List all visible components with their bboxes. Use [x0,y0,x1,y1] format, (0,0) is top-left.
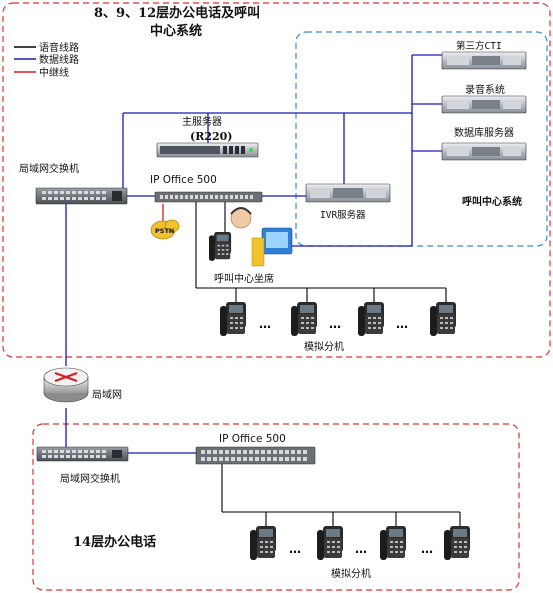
upper-lan-switch-label: 局域网交换机 [19,162,79,175]
lower-lan-switch-label: 局域网交换机 [60,472,120,485]
data-lines [65,54,442,454]
voice-lines [195,202,461,526]
main-server-model: (R220) [190,130,233,143]
recording-label: 录音系统 [465,83,505,96]
pstn-label: PSTN [155,227,174,235]
wan-router[interactable] [43,367,89,403]
main-server[interactable] [156,142,259,158]
main-server-label: 主服务器 [182,115,222,128]
ivr-server[interactable] [305,183,391,203]
agent-phone-icon [209,232,232,261]
lower-ip-office-label: IP Office 500 [219,433,286,445]
legend-trunk-label: 中继线 [39,66,69,79]
lower-lan-switch[interactable] [36,446,129,462]
lower-extension-phone[interactable] [444,526,470,560]
upper-ellipsis: … [329,317,341,331]
lower-extension-phone[interactable] [380,526,406,560]
lower-extension-phone[interactable] [250,526,276,560]
upper-extension-phone[interactable] [430,302,456,336]
floor-label: 14层办公电话 [73,534,156,550]
recording-server[interactable] [441,95,527,114]
lower-ellipsis: … [289,542,301,556]
ivr-server-label: IVR服务器 [320,209,366,221]
wan-label: 局域网 [92,388,122,401]
upper-ip-office-label: IP Office 500 [150,174,217,186]
lower-zone-border [32,423,520,591]
cti-label: 第三方CTI [456,40,502,52]
lower-extension-phone[interactable] [317,526,343,560]
title-line-1: 8、9、12层办公电话及呼叫 [94,5,260,21]
upper-ip-office[interactable] [154,191,263,203]
callcenter-system-label: 呼叫中心系统 [462,195,522,208]
upper-extensions-label: 模拟分机 [304,340,344,353]
lower-ip-office[interactable] [195,446,316,465]
legend-data-label: 数据线路 [39,53,79,66]
upper-zone-border [2,2,551,358]
lower-extensions-label: 模拟分机 [331,567,371,580]
upper-extension-phone[interactable] [291,302,317,336]
database-label: 数据库服务器 [454,126,514,139]
lower-ellipsis: … [421,542,433,556]
upper-ellipsis: … [259,317,271,331]
upper-lan-switch[interactable] [35,187,128,205]
lower-ellipsis: … [355,542,367,556]
upper-extension-phone[interactable] [220,302,246,336]
title-line-2: 中心系统 [150,23,202,39]
upper-extension-phone[interactable] [358,302,384,336]
cti-server[interactable] [441,51,527,70]
callcenter-zone-border [295,31,548,247]
upper-ellipsis: … [396,317,408,331]
legend: 语音线路 数据线路 中继线 [14,41,79,79]
agent-workstation[interactable] [209,207,293,267]
agent-label: 呼叫中心坐席 [214,272,274,285]
pstn-cloud: PSTN [150,219,180,240]
database-server[interactable] [441,142,527,161]
legend-voice-label: 语音线路 [39,41,79,54]
